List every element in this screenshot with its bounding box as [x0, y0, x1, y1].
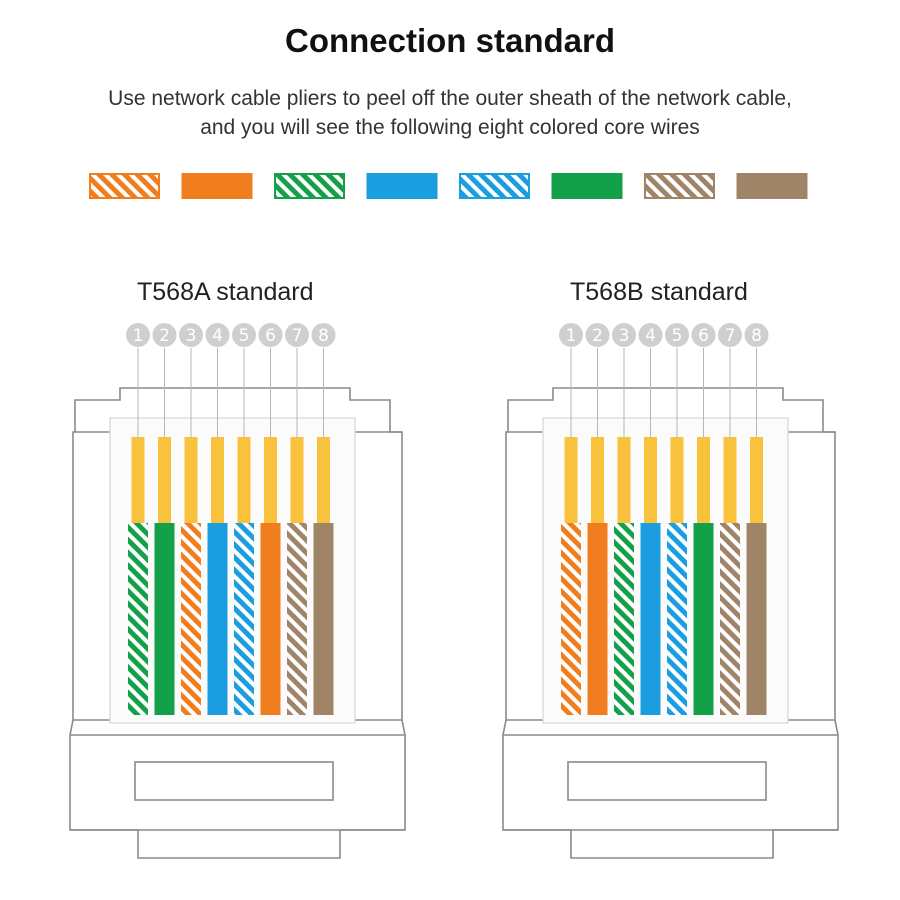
pin-number-4: 4 — [212, 326, 223, 346]
pin-circle-4 — [205, 323, 230, 347]
pin-circle-6 — [691, 323, 716, 347]
legend-swatch-blue — [366, 173, 438, 199]
wire-1-white-green — [128, 523, 148, 715]
wire-color-legend — [89, 173, 808, 199]
legend-swatch-white-orange — [89, 173, 160, 199]
wire-7-white-brown — [287, 523, 307, 715]
pin-circle-7 — [285, 323, 309, 347]
gold-contact-3 — [184, 437, 198, 523]
gold-contact-7 — [290, 437, 304, 523]
wire-3-white-green — [614, 523, 634, 715]
wire-3-white-orange — [181, 523, 201, 715]
wire-2-orange — [587, 523, 608, 715]
pin-circle-2 — [152, 323, 177, 347]
pin-number-8: 8 — [751, 326, 762, 346]
gold-contact-6 — [264, 437, 277, 523]
page-title: Connection standard — [284, 22, 616, 59]
connector-latch-slot — [567, 761, 767, 801]
gold-contact-5 — [237, 437, 251, 523]
pin-circle-2 — [585, 323, 610, 347]
pin-number-3: 3 — [186, 326, 197, 346]
wire-5-white-blue — [234, 523, 254, 715]
wire-4-blue — [207, 523, 228, 715]
legend-swatch-white-green — [274, 173, 345, 199]
wire-8-brown — [313, 523, 334, 715]
gold-contact-1 — [564, 437, 578, 523]
wire-5-white-blue — [667, 523, 687, 715]
legend-swatch-green — [551, 173, 623, 199]
pin-number-5: 5 — [672, 326, 683, 346]
pin-circle-7 — [718, 323, 742, 347]
gold-contact-3 — [617, 437, 631, 523]
subtitle-line-1: Use network cable pliers to peel off the… — [108, 87, 792, 110]
wire-7-white-brown — [720, 523, 740, 715]
legend-swatch-brown — [736, 173, 808, 199]
pin-number-6: 6 — [265, 326, 276, 346]
gold-contact-4 — [211, 437, 224, 523]
pin-number-2: 2 — [592, 326, 603, 346]
pin-number-8: 8 — [318, 326, 329, 346]
wire-1-white-orange — [561, 523, 581, 715]
pin-circle-1 — [126, 323, 150, 347]
pin-number-7: 7 — [292, 326, 303, 346]
t568b-standard-label: T568B standard — [570, 278, 748, 306]
pin-number-6: 6 — [698, 326, 709, 346]
pin-circle-1 — [559, 323, 583, 347]
gold-contact-2 — [158, 437, 171, 523]
pin-circle-4 — [638, 323, 663, 347]
wire-8-brown — [746, 523, 767, 715]
pin-number-3: 3 — [619, 326, 630, 346]
pin-circle-8 — [311, 323, 336, 347]
gold-contact-6 — [697, 437, 710, 523]
pin-number-1: 1 — [566, 326, 577, 346]
gold-contact-4 — [644, 437, 657, 523]
connector-latch-slot — [134, 761, 334, 801]
legend-swatch-orange — [181, 173, 253, 199]
pin-circle-3 — [179, 323, 203, 347]
pin-number-4: 4 — [645, 326, 656, 346]
pin-circle-5 — [665, 323, 689, 347]
wire-6-green — [693, 523, 714, 715]
gold-contact-2 — [591, 437, 604, 523]
legend-swatch-white-brown — [644, 173, 715, 199]
gold-contact-7 — [723, 437, 737, 523]
wire-6-orange — [260, 523, 281, 715]
pin-number-2: 2 — [159, 326, 170, 346]
pin-number-7: 7 — [725, 326, 736, 346]
pin-circle-8 — [744, 323, 769, 347]
pin-number-1: 1 — [133, 326, 144, 346]
wire-4-blue — [640, 523, 661, 715]
subtitle-line-2: and you will see the following eight col… — [200, 116, 700, 139]
pin-circle-6 — [258, 323, 283, 347]
pin-number-5: 5 — [239, 326, 250, 346]
gold-contact-5 — [670, 437, 684, 523]
pin-circle-3 — [612, 323, 636, 347]
gold-contact-8 — [750, 437, 763, 523]
page-subtitle: Use network cable pliers to peel off the… — [0, 84, 900, 142]
legend-swatch-white-blue — [459, 173, 530, 199]
t568a-standard-label: T568A standard — [137, 278, 314, 306]
wire-2-green — [154, 523, 175, 715]
gold-contact-1 — [131, 437, 145, 523]
gold-contact-8 — [317, 437, 330, 523]
pin-circle-5 — [232, 323, 256, 347]
